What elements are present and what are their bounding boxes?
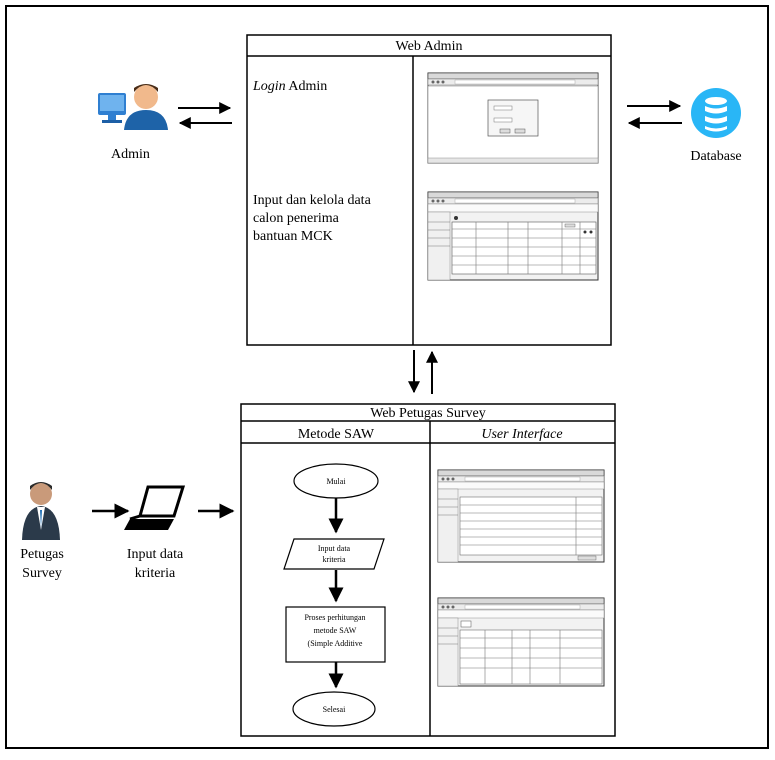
flow-input-line-1: Input data <box>318 544 351 553</box>
survey-table-thumbnail <box>437 597 605 687</box>
login-screen-thumbnail <box>427 72 599 164</box>
laptop-icon <box>124 485 186 530</box>
officer-label-line-1: Petugas <box>20 547 64 562</box>
manage-line-2: calon penerima <box>253 211 340 226</box>
flow-process-line-3: (Simple Additive <box>308 639 363 648</box>
admin-label: Admin <box>111 147 150 162</box>
manage-line-3: bantuan MCK <box>253 229 333 244</box>
data-management-thumbnail <box>427 191 599 281</box>
survey-officer-icon <box>22 482 60 540</box>
flow-end: Selesai <box>323 705 346 714</box>
flow-process-line-2: metode SAW <box>314 626 357 635</box>
col-method-label: Metode SAW <box>298 427 375 442</box>
officer-label-line-2: Survey <box>22 566 62 581</box>
admin-icon <box>98 84 168 130</box>
flow-input-line-2: kriteria <box>322 555 346 564</box>
saw-flowchart: Mulai Input data kriteria Proses perhitu… <box>283 463 386 727</box>
login-admin-label: Login Admin <box>252 79 327 94</box>
database-label: Database <box>690 149 741 164</box>
input-label-line-2: kriteria <box>135 566 176 581</box>
outer-frame <box>5 5 769 749</box>
criteria-form-thumbnail <box>437 469 605 563</box>
flow-process-line-1: Proses perhitungan <box>304 613 365 622</box>
web-admin-title: Web Admin <box>396 39 463 54</box>
flow-start: Mulai <box>326 477 346 486</box>
web-survey-title: Web Petugas Survey <box>370 406 486 421</box>
database-icon <box>691 88 741 138</box>
input-label-line-1: Input data <box>127 547 184 562</box>
manage-line-1: Input dan kelola data <box>253 193 372 208</box>
col-ui-label: User Interface <box>481 427 562 442</box>
